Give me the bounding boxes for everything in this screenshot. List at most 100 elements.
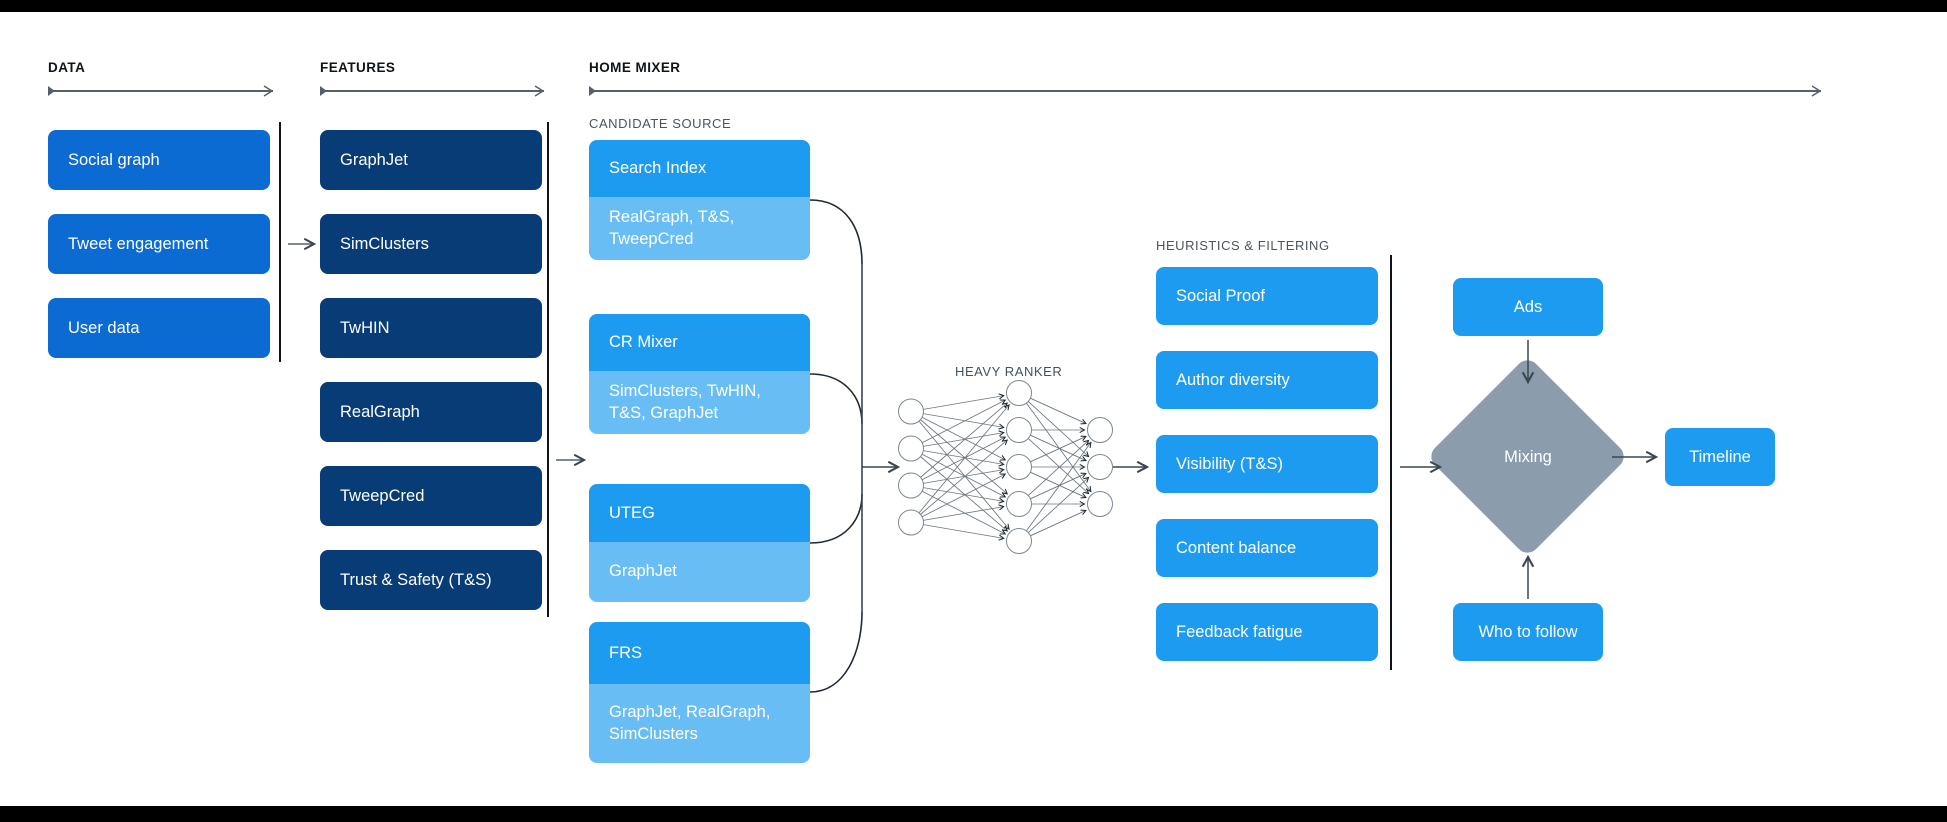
output-box-who-to-follow[interactable]: Who to follow: [1453, 603, 1603, 661]
feature-box-twhin[interactable]: TwHIN: [320, 298, 542, 358]
data-box-tweet-engagement[interactable]: Tweet engagement: [48, 214, 270, 274]
network-edge: [921, 453, 1007, 498]
box-label: GraphJet: [340, 150, 408, 169]
heavy-ranker-label: HEAVY RANKER: [955, 364, 1063, 379]
card-title: UTEG: [589, 484, 810, 542]
network-edge: [1030, 509, 1087, 537]
network-node: [1006, 417, 1032, 443]
network-edge: [921, 416, 1007, 461]
card-title: FRS: [589, 622, 810, 684]
network-edge: [923, 393, 1005, 410]
network-edge: [921, 490, 1007, 535]
candidate-source-card-search-index[interactable]: Search Index RealGraph, T&S, TweepCred: [589, 140, 810, 260]
letterbox-top: [0, 0, 1947, 12]
box-label: Ads: [1513, 297, 1543, 316]
network-edge: [1030, 435, 1087, 463]
box-label: Feedback fatigue: [1176, 622, 1303, 641]
axis-data: [48, 85, 274, 97]
network-node: [1006, 454, 1032, 480]
axis-line: [320, 90, 544, 92]
feature-box-simclusters[interactable]: SimClusters: [320, 214, 542, 274]
heuristic-box-feedback-fatigue[interactable]: Feedback fatigue: [1156, 603, 1378, 661]
feature-box-graphjet[interactable]: GraphJet: [320, 130, 542, 190]
heuristic-box-social-proof[interactable]: Social Proof: [1156, 267, 1378, 325]
arrow-head-icon: [1811, 85, 1822, 97]
axis-line: [589, 90, 1821, 92]
candidate-source-card-uteg[interactable]: UTEG GraphJet: [589, 484, 810, 602]
network-edge: [923, 504, 1005, 521]
connector-uteg: [809, 493, 863, 544]
section-label-home-mixer: HOME MIXER: [589, 60, 681, 75]
network-edge: [1026, 441, 1092, 532]
network-edge: [1027, 401, 1090, 458]
network-edge: [1027, 439, 1090, 496]
output-box-ads[interactable]: Ads: [1453, 278, 1603, 336]
divider-features-mixer: [547, 122, 549, 617]
arrow-head-icon: [263, 85, 274, 97]
divider-heuristics-mixing: [1390, 255, 1392, 670]
network-node: [898, 509, 924, 536]
box-label: Content balance: [1176, 538, 1297, 557]
box-label: User data: [68, 318, 140, 337]
connector-search-index: [809, 199, 863, 265]
feature-box-trust-safety[interactable]: Trust & Safety (T&S): [320, 550, 542, 610]
network-edge: [920, 439, 1009, 515]
card-title: CR Mixer: [589, 314, 810, 371]
heuristic-box-author-diversity[interactable]: Author diversity: [1156, 351, 1378, 409]
network-edge: [920, 456, 1009, 532]
box-label: RealGraph: [340, 402, 420, 421]
network-edge: [1030, 397, 1087, 425]
candidate-source-card-cr-mixer[interactable]: CR Mixer SimClusters, TwHIN, T&S, GraphJ…: [589, 314, 810, 434]
network-edge: [923, 430, 1005, 447]
axis-tail: [320, 86, 327, 96]
section-label-candidate-source: CANDIDATE SOURCE: [589, 116, 732, 131]
network-edge: [921, 473, 1007, 518]
box-label: Visibility (T&S): [1176, 454, 1283, 473]
network-edge: [1027, 476, 1090, 533]
box-label: Social graph: [68, 150, 160, 169]
axis-line: [48, 90, 273, 92]
network-edge: [918, 420, 1010, 530]
network-edge: [1030, 434, 1087, 462]
feature-box-tweepcred[interactable]: TweepCred: [320, 466, 542, 526]
network-node: [1006, 380, 1032, 406]
network-node: [1087, 417, 1113, 443]
heuristic-box-visibility[interactable]: Visibility (T&S): [1156, 435, 1378, 493]
card-title: Search Index: [589, 140, 810, 197]
box-label: Social Proof: [1176, 286, 1265, 305]
section-label-heuristics: HEURISTICS & FILTERING: [1156, 238, 1330, 253]
box-label: Who to follow: [1478, 622, 1578, 641]
network-edge: [923, 487, 1005, 504]
data-box-user-data[interactable]: User data: [48, 298, 270, 358]
box-label: Timeline: [1689, 447, 1751, 466]
box-label: TweepCred: [340, 486, 425, 505]
heavy-ranker-network: [898, 380, 1113, 554]
candidate-source-card-frs[interactable]: FRS GraphJet, RealGraph, SimClusters: [589, 622, 810, 763]
card-features: GraphJet: [589, 542, 810, 602]
feature-box-realgraph[interactable]: RealGraph: [320, 382, 542, 442]
network-edge: [1026, 402, 1092, 493]
network-edge: [1027, 438, 1090, 495]
network-edge: [920, 402, 1009, 478]
connector-layer: [288, 199, 1659, 693]
network-node: [898, 435, 924, 462]
section-label-features: FEATURES: [320, 60, 396, 75]
network-edge: [923, 450, 1005, 467]
network-edge: [920, 419, 1009, 495]
network-edge: [918, 404, 1010, 514]
box-label: Tweet engagement: [68, 234, 209, 253]
network-node: [1087, 491, 1113, 517]
heuristic-box-content-balance[interactable]: Content balance: [1156, 519, 1378, 577]
network-edge: [923, 413, 1005, 430]
divider-data-features: [279, 122, 281, 362]
network-edge: [921, 399, 1007, 444]
box-label: SimClusters: [340, 234, 429, 253]
diagram-stage: DATA FEATURES HOME MIXER CANDIDATE SOURC…: [0, 12, 1947, 806]
output-box-timeline[interactable]: Timeline: [1665, 428, 1775, 486]
arrow-head-icon: [534, 85, 545, 97]
network-node: [1087, 454, 1113, 480]
data-box-social-graph[interactable]: Social graph: [48, 130, 270, 190]
card-features: GraphJet, RealGraph, SimClusters: [589, 684, 810, 763]
axis-home-mixer: [589, 85, 1822, 97]
